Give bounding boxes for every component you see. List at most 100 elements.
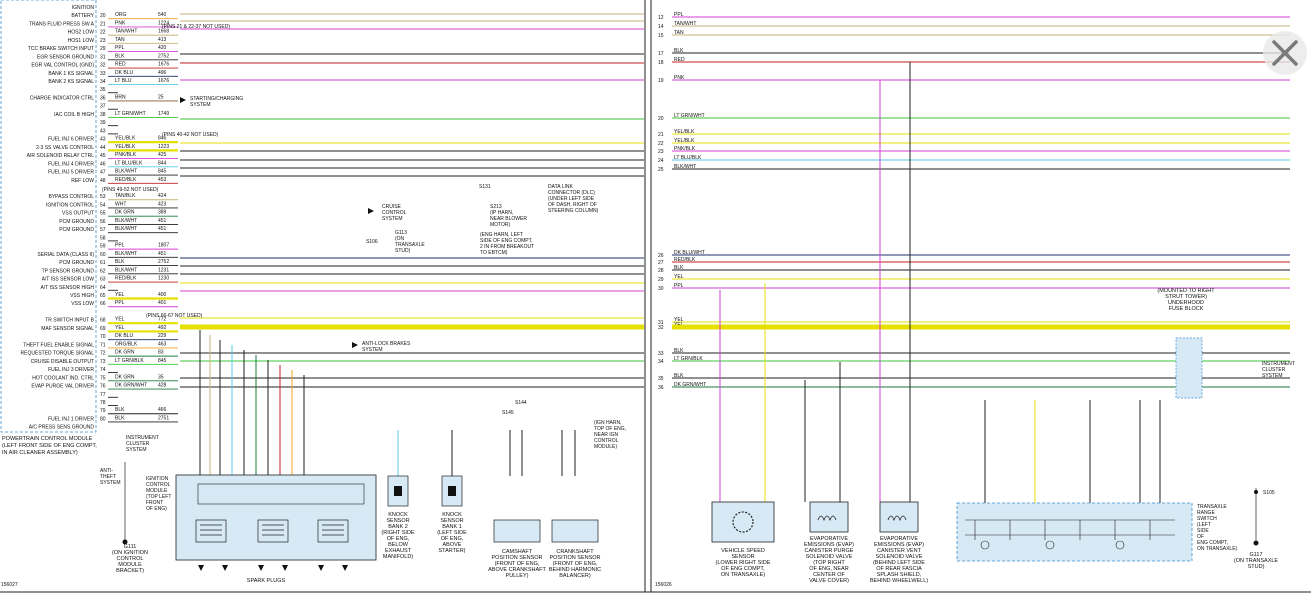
abs-label-1: ANTI-LOCK BRAKES [362,341,411,347]
g111-label-2: (ON IGNITION [112,550,148,556]
wire-color-label: RED/BLK [115,177,137,183]
circuit-number: 401 [158,300,167,306]
pin-label: A/C PRESS SENS GROUND [29,425,95,431]
cluster-line: INSTRUMENT [1262,361,1295,367]
anti-theft-label-3: SYSTEM [100,480,121,486]
eng-harn-label-2: SIDE OF ENG COMPT, [480,238,533,244]
wire-color-label: LT GRN/WHT [115,111,146,117]
abs-label-2: SYSTEM [362,347,383,353]
caption-line: OF ENG COMPT, [721,566,765,572]
left-diagram-code: 156027 [1,582,18,588]
pin-number: 38 [100,112,106,118]
caption-line: STRUT TOWER) [1165,294,1207,300]
pin-label: 2-3 SS VALVE CONTROL [36,145,94,151]
right-wire-number: 20 [658,116,664,122]
trs-line: OF [1197,534,1204,540]
transaxle-range-switch [956,502,1193,562]
right-wire-color: BLK [674,373,684,379]
circuit-number: 463 [158,341,167,347]
vehicle-speed-sensor [711,501,775,543]
circuit-number: 845 [158,169,167,175]
wire-color-label: TAN/WHT [115,29,137,35]
close-icon[interactable] [1262,30,1308,76]
caption-line: POSITION SENSOR [549,555,600,561]
wire-color-label: DK GRN [115,374,135,380]
pin-label: AIR SOLENOID RELAY CTRL [27,153,95,159]
caption-line: SENSOR [731,554,754,560]
circuit-number: 492 [158,325,167,331]
circuit-number: 423 [158,201,167,207]
pin-number: 71 [100,342,106,348]
right-wire-number: 17 [658,51,664,57]
caption-line: CANISTER PURGE [805,548,854,554]
right-wire-number: 32 [658,325,664,331]
circuit-number: 844 [158,160,167,166]
circuit-number: 400 [158,292,167,298]
s105-label: S105 [1263,490,1275,496]
pin-label: PCM GROUND [59,260,94,266]
pin-label: IGNITION CONTROL [46,202,94,208]
pin-number: 43 [100,128,106,134]
pin-number: 74 [100,367,106,373]
caption-line: OF ENG, [441,536,464,542]
caption-line: EVAPORATIVE [810,536,848,542]
wire-color-label: YEL/BLK [115,144,136,150]
starting-label-2: SYSTEM [190,102,211,108]
s213-label-2: (IP HARN, [490,210,513,216]
coil-packs [195,519,349,543]
cruise-label-1: CRUISE [382,204,402,210]
instrument-label-3: SYSTEM [126,447,147,453]
circuit-number: 1676 [158,78,169,84]
caption-line: (RIGHT SIDE [381,530,415,536]
caption-line: EMISSIONS (EVAP) [804,542,854,548]
wire-color-label: BLK/WHT [115,169,137,175]
right-wire-number: 29 [658,277,664,283]
caption-line: EVAPORATIVE [880,536,918,542]
caption-line: BELOW [388,542,409,548]
pin-number: 76 [100,384,106,390]
pin-number: 33 [100,71,106,77]
pin-label: REQUESTED TORQUE SIGNAL [21,351,95,357]
circuit-number: 451 [158,218,167,224]
pin-number: 48 [100,178,106,184]
circuit-number: 1231 [158,267,169,273]
pin-number: 75 [100,375,106,381]
pin-label: CHARGE INDICATOR CTRL [30,95,94,101]
wire-color-label: DK BLU [115,70,133,76]
right-wire-color: YEL/BLK [674,129,695,135]
pin-number: 22 [100,30,106,36]
pin-number: 62 [100,268,106,274]
pin-number: 37 [100,104,106,110]
pin-number: 43 [100,137,106,143]
g113-label-4: STUD) [395,248,411,254]
circuit-number: 1224 [158,20,169,26]
circuit-number: 1676 [158,62,169,68]
g111-label-1: G111 [124,544,137,550]
caption-line: SPLASH SHIELD, [877,572,922,578]
pin-label: TRANS FLUID PRESS SW A [29,21,95,27]
pin-number: 66 [100,301,106,307]
pin-label: EVAP PURGE VAL DRIVER [31,384,94,390]
caption-line: ABOVE CRANKSHAFT [488,567,546,573]
caption-line: BANK 2 [388,524,408,530]
pin-label: BANK 1 KS SIGNAL [48,71,94,77]
dlc-label-5: STEERING COLUMN) [548,208,599,214]
arrow-starting [180,97,186,103]
circuit-number: 2752 [158,53,169,59]
right-wire-color: RED [674,57,685,63]
trs-line: (LEFT [1197,522,1211,528]
wire-color-label: BLK/WHT [115,267,137,273]
right-wire-number: 35 [658,376,664,382]
right-wire-color: BLK [674,48,684,54]
caption-line: POSITION SENSOR [491,555,542,561]
eng-harn-label-4: TO EBTCM) [480,250,508,256]
g113-label-2: (ON [395,236,405,242]
circuit-number: 1230 [158,276,169,282]
trs-line: ENG COMPT, [1197,540,1228,546]
pin-number: 61 [100,260,106,266]
circuit-number: 25 [158,94,164,100]
